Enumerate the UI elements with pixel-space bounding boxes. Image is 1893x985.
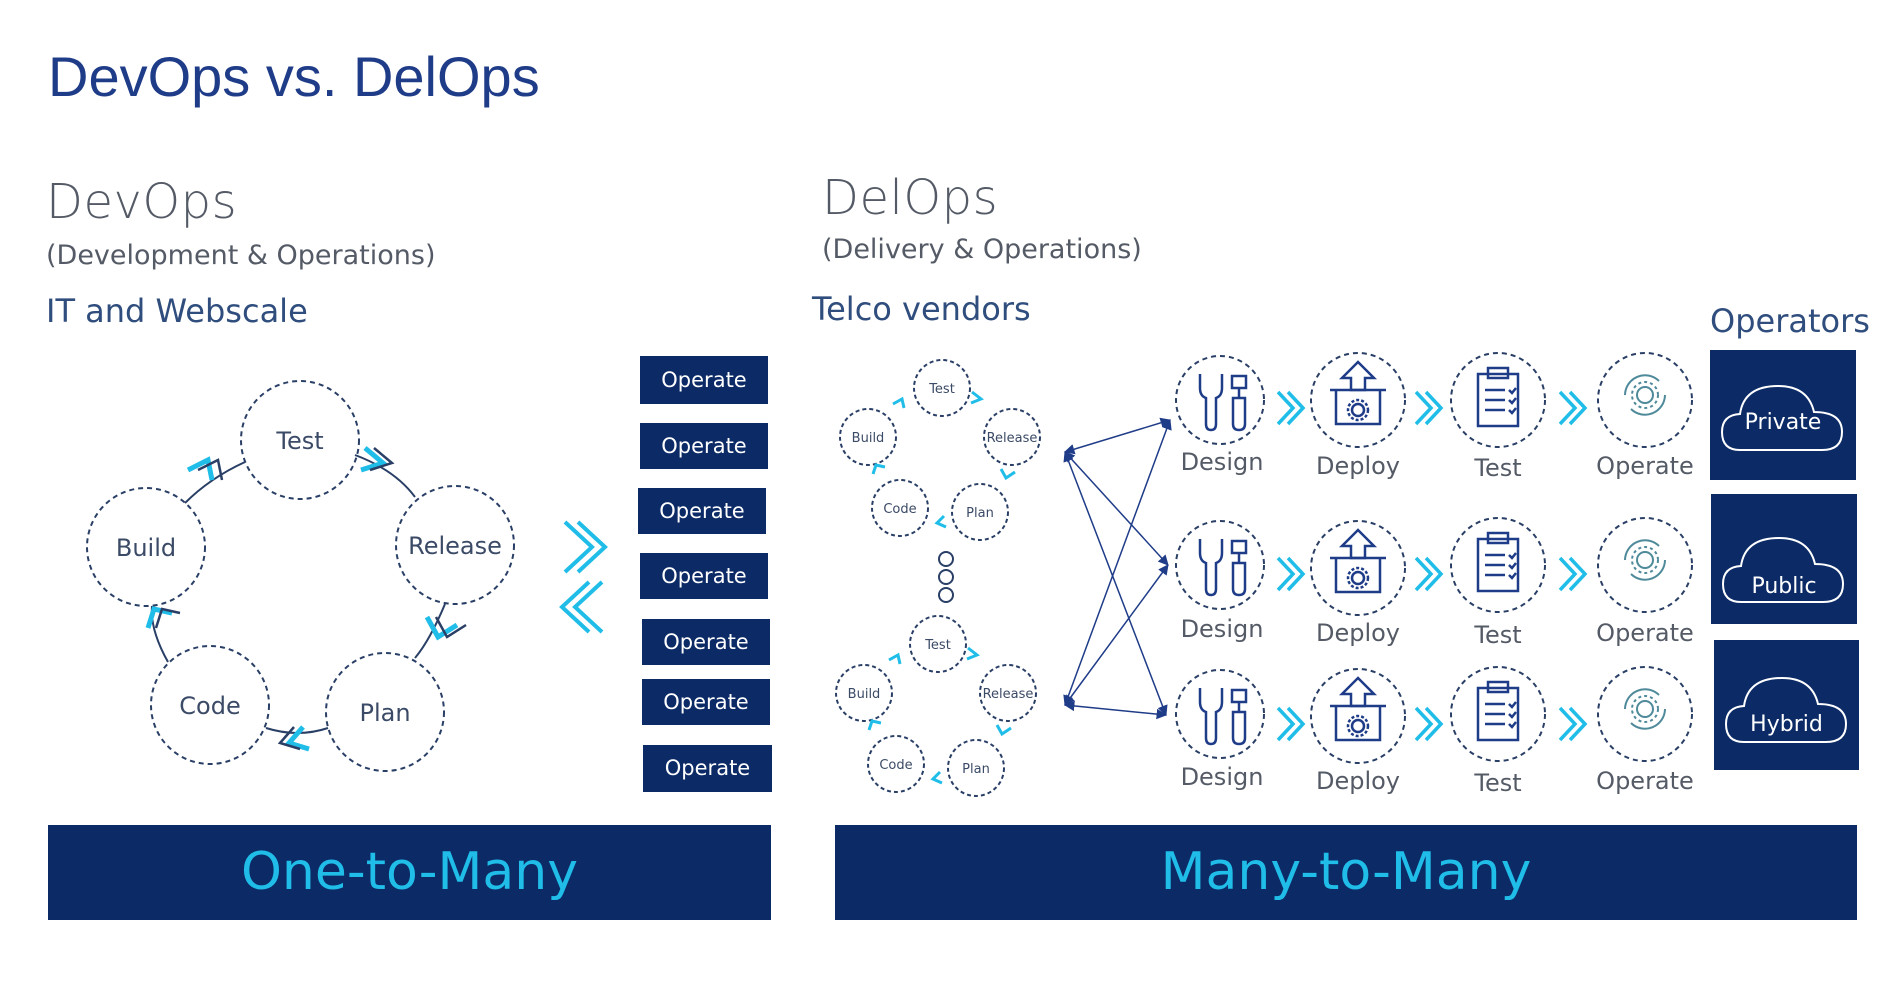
gear-cycle-icon (1624, 374, 1666, 416)
devops-cycle-chevrons (145, 446, 459, 752)
pipeline-label-deploy: Deploy (1316, 767, 1400, 795)
box-upload-gear-icon (1330, 360, 1386, 426)
pipeline-label-test: Test (1473, 621, 1521, 649)
delops-cycle-bottom: Test Release Plan Code Build (835, 615, 1037, 797)
operator-hybrid: Hybrid (1714, 640, 1859, 770)
pipeline-grid: Design Deploy Test Operate Design Deploy… (1175, 352, 1694, 797)
box-upload-gear-icon (1330, 676, 1386, 742)
operator-public: Public (1711, 494, 1857, 624)
operate-box: Operate (638, 488, 766, 534)
page-title: DevOps vs. DelOps (48, 45, 540, 108)
cycle-node-code (150, 645, 270, 765)
pipeline-label-test: Test (1473, 454, 1521, 482)
operate-box: Operate (642, 679, 770, 725)
wrench-screwdriver-icon (1198, 374, 1248, 432)
small-cycle-label-test: Test (924, 638, 951, 653)
cycle-node-release (395, 485, 515, 605)
delops-heading: DelOps (822, 170, 999, 226)
double-chevron-icon (1276, 390, 1588, 742)
devops-cycle (86, 380, 515, 772)
small-cycle-label-plan: Plan (966, 506, 994, 521)
small-cycle-label-release: Release (987, 431, 1038, 446)
pipeline-label-design: Design (1181, 448, 1264, 476)
delops-audience: Telco vendors (812, 290, 1031, 328)
operate-box: Operate (640, 356, 768, 404)
gear-cycle-icon (1624, 688, 1666, 730)
cloud-label-public: Public (1751, 574, 1817, 599)
operate-box: Operate (643, 745, 772, 792)
gear-cycle-icon (1624, 539, 1666, 581)
box-upload-gear-icon (1330, 528, 1386, 594)
devops-heading: DevOps (46, 174, 238, 230)
pipeline-label-design: Design (1181, 615, 1264, 643)
wrench-screwdriver-icon (1198, 688, 1248, 746)
cycle-node-plan (325, 652, 445, 772)
cycle-label-build: Build (116, 534, 176, 562)
cycle-node-build (86, 487, 206, 607)
operate-box: Operate (642, 619, 770, 665)
pipeline-label-deploy: Deploy (1316, 452, 1400, 480)
pipeline-label-test: Test (1473, 769, 1521, 797)
cycle-label-plan: Plan (359, 699, 410, 727)
small-cycle-label-build: Build (848, 687, 881, 702)
cloud-icon (1721, 536, 1845, 603)
pipeline-label-operate: Operate (1596, 767, 1694, 795)
operate-box: Operate (640, 423, 768, 469)
clipboard-checklist-icon (1476, 366, 1520, 428)
cloud-icon (1720, 384, 1844, 451)
cloud-label-hybrid: Hybrid (1750, 712, 1823, 737)
operators-heading: Operators (1710, 302, 1870, 340)
one-to-many-banner: One-to-Many (48, 825, 771, 920)
cycle-label-code: Code (179, 692, 240, 720)
delops-cycle-top: Test Release Plan Code Build (839, 359, 1041, 541)
delops-subheading: (Delivery & Operations) (822, 234, 1142, 265)
wrench-screwdriver-icon (1198, 539, 1248, 597)
operate-box: Operate (640, 553, 768, 599)
small-cycle-label-test: Test (928, 382, 955, 397)
ellipsis-dots (938, 551, 954, 603)
operator-private: Private (1710, 350, 1856, 480)
pipeline-label-operate: Operate (1596, 619, 1694, 647)
small-cycle-label-release: Release (983, 687, 1034, 702)
clipboard-checklist-icon (1476, 680, 1520, 742)
pipeline-label-design: Design (1181, 763, 1264, 791)
double-chevron-icon (559, 520, 608, 634)
many-to-many-banner: Many-to-Many (835, 825, 1857, 920)
cycle-node-test (240, 380, 360, 500)
pipeline-label-operate: Operate (1596, 452, 1694, 480)
small-cycle-label-plan: Plan (962, 762, 990, 777)
cycle-label-test: Test (275, 427, 323, 455)
small-cycle-label-code: Code (879, 758, 912, 773)
small-cycle-label-build: Build (852, 431, 885, 446)
cycle-label-release: Release (408, 532, 502, 560)
pipeline-label-deploy: Deploy (1316, 619, 1400, 647)
small-cycle-label-code: Code (883, 502, 916, 517)
many-to-many-arrows (1063, 417, 1172, 720)
devops-subheading: (Development & Operations) (46, 240, 436, 271)
clipboard-checklist-icon (1476, 531, 1520, 593)
cloud-label-private: Private (1744, 410, 1822, 435)
devops-audience: IT and Webscale (46, 292, 308, 330)
cloud-icon (1724, 676, 1848, 743)
